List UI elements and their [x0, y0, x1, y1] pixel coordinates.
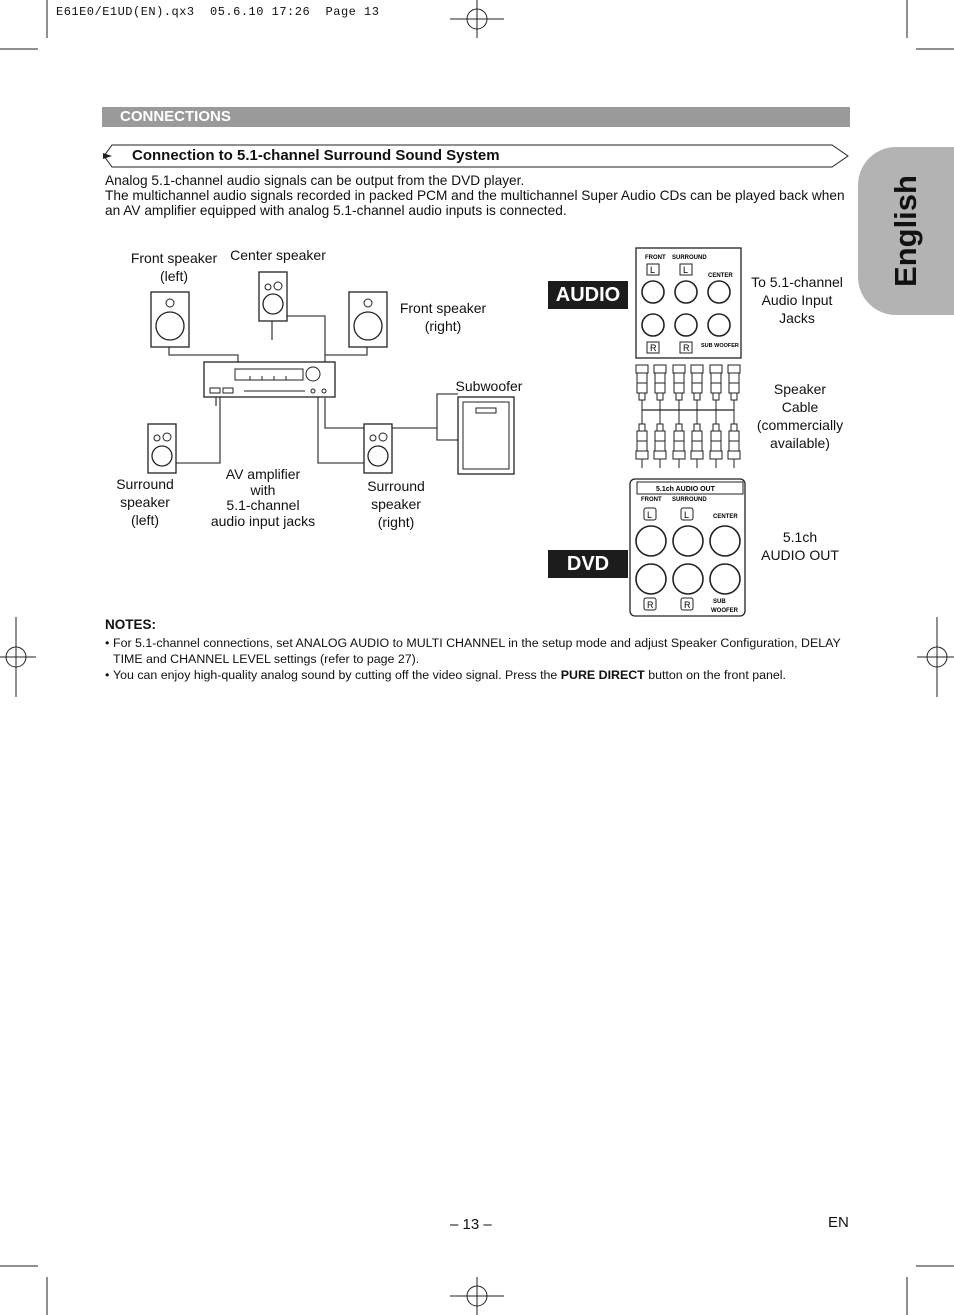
note-2: You can enjoy high-quality analog sound …: [105, 667, 855, 683]
surround-left-speaker-label: Surround speaker (left): [116, 476, 174, 528]
intro-line-2: The multichannel audio signals recorded …: [105, 188, 845, 218]
notes-list: For 5.1-channel connections, set ANALOG …: [105, 635, 855, 683]
speaker-cable-label: Speaker Cable (commercially available): [756, 381, 844, 451]
dvd-panel-title: 5.1ch AUDIO OUT: [656, 486, 716, 493]
dvd-panel-l-label-2: L: [684, 510, 689, 520]
dvd-panel-sub-label: SUB: [713, 599, 726, 605]
section-bar: CONNECTIONS: [102, 107, 850, 127]
section-title: CONNECTIONS: [120, 108, 231, 125]
dvd-panel-front-label: FRONT: [641, 497, 662, 503]
language-code: EN: [828, 1214, 849, 1231]
surround-right-speaker-label: Surround speaker (right): [367, 478, 425, 530]
language-side-tab: English: [858, 147, 954, 315]
amp-panel-l-label-1: L: [650, 265, 655, 275]
amp-panel-l-label-2: L: [683, 265, 688, 275]
front-right-speaker-icon: [348, 291, 388, 348]
av-amplifier-icon: [203, 361, 336, 398]
subsection-frame: [103, 144, 849, 168]
dvd-panel-surround-label: SURROUND: [672, 497, 707, 503]
amp-input-panel: FRONT SURROUND CENTER SUB WOOFER L L R R: [635, 247, 742, 359]
notes-title: NOTES:: [105, 617, 157, 632]
dvd-output-panel: 5.1ch AUDIO OUT FRONT SURROUND CENTER SU…: [629, 478, 746, 617]
surround-left-speaker-icon: [147, 423, 177, 474]
intro-text: Analog 5.1-channel audio signals can be …: [105, 173, 850, 218]
amp-panel-surround-label: SURROUND: [672, 255, 707, 261]
intro-line-1: Analog 5.1-channel audio signals can be …: [105, 173, 525, 188]
page-number: – 13 –: [450, 1216, 492, 1233]
amp-panel-r-label-2: R: [683, 343, 690, 353]
dvd-tag: DVD: [548, 550, 628, 578]
front-left-speaker-label: Front speaker (left): [130, 250, 218, 284]
dvd-panel-l-label-1: L: [647, 510, 652, 520]
dvd-panel-center-label: CENTER: [713, 514, 738, 520]
speaker-cable-icon: [635, 364, 741, 468]
dvd-panel-r-label-2: R: [684, 600, 691, 610]
center-speaker-label: Center speaker: [230, 247, 326, 263]
subsection-title: Connection to 5.1-channel Surround Sound…: [132, 147, 500, 164]
front-left-speaker-icon: [150, 291, 190, 348]
surround-right-speaker-icon: [363, 423, 393, 474]
language-tab-label: English: [888, 175, 923, 287]
dvd-panel-woofer-label: WOOFER: [711, 608, 739, 614]
dvd-panel-r-label-1: R: [647, 600, 654, 610]
note-1: For 5.1-channel connections, set ANALOG …: [105, 635, 855, 667]
connection-diagram: FRONT SURROUND CENTER SUB WOOFER L L R R: [147, 247, 746, 617]
audio-out-label: 5.1ch AUDIO OUT: [761, 529, 839, 563]
subwoofer-icon: [457, 396, 515, 475]
file-info-header: E61E0/E1UD(EN).qx3 05.6.10 17:26 Page 13: [56, 5, 380, 19]
amp-panel-sub-woofer-label: SUB WOOFER: [701, 343, 739, 349]
center-speaker-icon: [258, 271, 288, 322]
front-right-speaker-label: Front speaker (right): [399, 300, 487, 334]
input-jacks-label: To 5.1-channel Audio Input Jacks: [751, 274, 843, 326]
amp-panel-front-label: FRONT: [645, 255, 666, 261]
subwoofer-label: Subwoofer: [455, 378, 523, 394]
audio-tag: AUDIO: [548, 281, 628, 309]
amp-panel-r-label-1: R: [650, 343, 657, 353]
speaker-wires: [168, 315, 458, 464]
amp-panel-center-label: CENTER: [708, 273, 733, 279]
av-amplifier-label: AV amplifier with 5.1-channel audio inpu…: [210, 466, 316, 529]
